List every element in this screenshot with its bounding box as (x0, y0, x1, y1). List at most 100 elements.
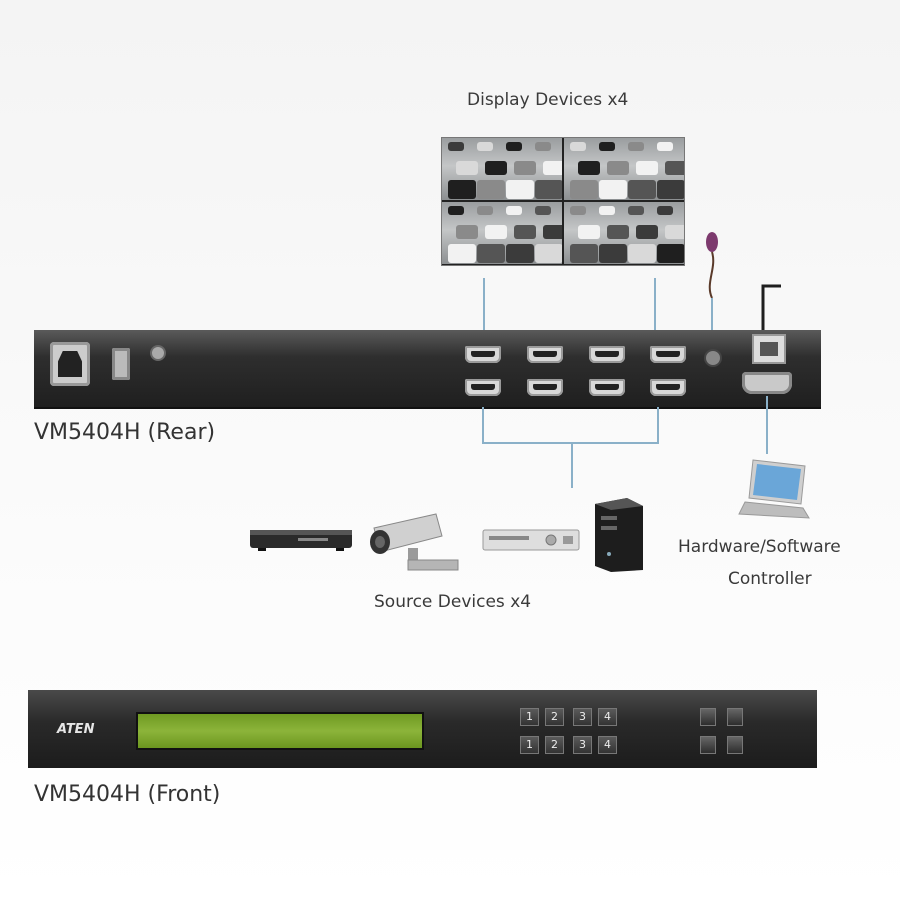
function-button-4[interactable] (727, 736, 743, 754)
traffic-car (599, 244, 627, 263)
traffic-car (448, 180, 476, 199)
connector-line-input-bar (482, 442, 659, 444)
power-socket (50, 342, 90, 386)
connector-line-input-right (657, 407, 659, 443)
traffic-car (456, 225, 478, 239)
traffic-car (506, 244, 534, 263)
traffic-car (570, 142, 586, 151)
ir-port[interactable] (704, 349, 722, 367)
source-devices-label: Source Devices x4 (374, 592, 532, 612)
connector-line-controller (766, 396, 768, 454)
traffic-car (543, 161, 562, 175)
traffic-car (657, 206, 673, 215)
function-button-1[interactable] (700, 708, 716, 726)
input-button-3[interactable]: 3 (573, 736, 592, 754)
rs232-port[interactable] (742, 372, 792, 394)
traffic-car (456, 161, 478, 175)
hdmi-input-port-2[interactable] (527, 379, 563, 396)
traffic-car (599, 206, 615, 215)
traffic-car (448, 206, 464, 215)
hdmi-input-port-3[interactable] (589, 379, 625, 396)
traffic-car (628, 180, 656, 199)
display-panel-3 (442, 202, 562, 264)
display-panel-2 (564, 138, 684, 200)
function-button-2[interactable] (727, 708, 743, 726)
traffic-car (570, 206, 586, 215)
traffic-car (599, 142, 615, 151)
traffic-car (535, 244, 562, 263)
display-panel-4 (564, 202, 684, 264)
traffic-car (665, 161, 684, 175)
vm5404h-rear-unit (34, 330, 821, 409)
dvd-player-icon (250, 530, 352, 551)
traffic-car (543, 225, 562, 239)
output-button-4[interactable]: 4 (598, 708, 617, 726)
function-button-3[interactable] (700, 736, 716, 754)
front-label: VM5404H (Front) (34, 782, 221, 807)
display-devices-label: Display Devices x4 (467, 90, 629, 110)
traffic-car (506, 142, 522, 151)
security-camera-icon (370, 513, 459, 571)
hdmi-input-port-1[interactable] (465, 379, 501, 396)
desktop-pc-icon (595, 498, 643, 572)
display-panel-1 (442, 138, 562, 200)
traffic-car (607, 225, 629, 239)
traffic-car (657, 244, 684, 263)
traffic-car (570, 244, 598, 263)
traffic-car (448, 142, 464, 151)
traffic-car (636, 161, 658, 175)
hdmi-output-port-4[interactable] (650, 346, 686, 363)
traffic-car (628, 206, 644, 215)
input-button-2[interactable]: 2 (545, 736, 564, 754)
hdmi-input-port-4[interactable] (650, 379, 686, 396)
traffic-car (506, 180, 534, 199)
rj45-port[interactable] (752, 334, 786, 364)
connector-line-input-left (482, 407, 484, 443)
hdmi-output-port-2[interactable] (527, 346, 563, 363)
traffic-car (535, 206, 551, 215)
vm5404h-front-unit: ATEN 1 2 3 4 1 2 3 4 (28, 690, 817, 768)
connector-line-left-output (483, 278, 485, 348)
traffic-car (477, 142, 493, 151)
traffic-car (506, 206, 522, 215)
output-button-1[interactable]: 1 (520, 708, 539, 726)
traffic-car (477, 180, 505, 199)
hdmi-output-port-3[interactable] (589, 346, 625, 363)
traffic-car (628, 244, 656, 263)
traffic-car (477, 244, 505, 263)
traffic-car (535, 142, 551, 151)
controller-label-line2: Controller (728, 569, 812, 589)
connector-line-right-output (654, 278, 656, 348)
connector-line-to-sources (571, 442, 573, 488)
aten-logo: ATEN (57, 722, 95, 737)
traffic-car (514, 225, 536, 239)
output-button-2[interactable]: 2 (545, 708, 564, 726)
output-button-3[interactable]: 3 (573, 708, 592, 726)
traffic-car (514, 161, 536, 175)
traffic-car (578, 225, 600, 239)
hdmi-output-port-1[interactable] (465, 346, 501, 363)
ground-screw (150, 345, 166, 361)
traffic-car (477, 206, 493, 215)
traffic-car (657, 180, 684, 199)
traffic-car (448, 244, 476, 263)
traffic-car (485, 161, 507, 175)
traffic-car (636, 225, 658, 239)
controller-label-line1: Hardware/Software (678, 537, 841, 557)
input-button-1[interactable]: 1 (520, 736, 539, 754)
traffic-car (570, 180, 598, 199)
traffic-car (578, 161, 600, 175)
media-receiver-icon (482, 529, 580, 551)
input-button-4[interactable]: 4 (598, 736, 617, 754)
traffic-car (485, 225, 507, 239)
traffic-car (599, 180, 627, 199)
power-switch[interactable] (112, 348, 130, 380)
traffic-car (657, 142, 673, 151)
rear-label: VM5404H (Rear) (34, 420, 216, 445)
controller-monitor-icon (738, 459, 810, 519)
traffic-car (607, 161, 629, 175)
traffic-car (665, 225, 684, 239)
video-wall-displays (441, 137, 685, 266)
network-cable (761, 284, 781, 330)
traffic-car (628, 142, 644, 151)
